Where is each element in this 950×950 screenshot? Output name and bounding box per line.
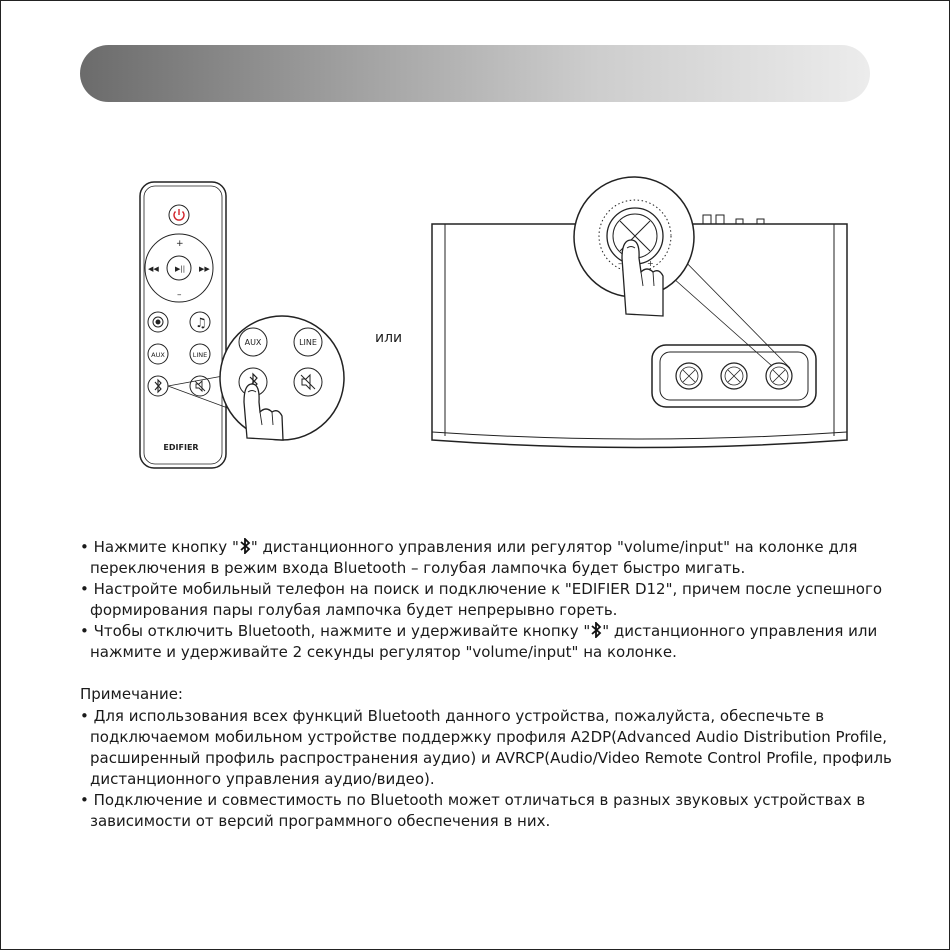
notes: • Для использования всех функций Bluetoo… — [80, 706, 910, 832]
music-note-icon: ♫ — [195, 316, 207, 331]
bluetooth-icon — [591, 622, 602, 638]
illustration: ▶|| + – ◀◀ ▶▶ ♫ AUX LINE — [139, 176, 848, 469]
speaker-knob-1[interactable] — [675, 362, 703, 390]
remote-brand-label: EDIFIER — [163, 443, 198, 452]
aux-button[interactable]: AUX — [147, 343, 169, 365]
speaker-knob-2[interactable] — [720, 362, 748, 390]
prev-icon: ◀◀ — [148, 265, 159, 273]
play-pause-icon: ▶|| — [175, 265, 185, 273]
bluetooth-icon — [249, 372, 258, 390]
note-item: • Подключение и совместимость по Bluetoo… — [80, 791, 866, 830]
dpad[interactable]: ▶|| + – ◀◀ ▶▶ — [144, 233, 214, 303]
bluetooth-button[interactable] — [147, 375, 169, 397]
note-item: • Для использования всех функций Bluetoo… — [80, 707, 892, 788]
next-icon: ▶▶ — [199, 265, 210, 273]
svg-text:AUX: AUX — [151, 351, 165, 359]
or-label: или — [375, 330, 403, 346]
svg-text:LINE: LINE — [193, 351, 208, 359]
instruction-1: • Нажмите кнопку "" дистанционного управ… — [80, 538, 858, 577]
note-title: Примечание: — [80, 685, 183, 703]
speaker-zoom: – + — [573, 176, 695, 317]
vol-down-icon: – — [177, 290, 182, 300]
remote-control: ▶|| + – ◀◀ ▶▶ ♫ AUX LINE — [139, 181, 256, 469]
svg-text:–: – — [618, 259, 622, 268]
instruction-2: • Настройте мобильный телефон на поиск и… — [80, 580, 883, 619]
instruction-3: • Чтобы отключить Bluetooth, нажмите и у… — [80, 622, 878, 661]
instructions: • Нажмите кнопку "" дистанционного управ… — [80, 537, 900, 663]
svg-text:LINE: LINE — [299, 338, 317, 347]
remote-zoom: AUX LINE — [219, 315, 345, 441]
section-header-bar — [80, 45, 870, 102]
speaker-volume-input-knob[interactable] — [765, 362, 793, 390]
vol-up-icon: + — [176, 239, 184, 249]
eq-button[interactable] — [147, 311, 169, 333]
svg-text:AUX: AUX — [245, 338, 262, 347]
music-button[interactable]: ♫ — [189, 311, 211, 333]
power-button[interactable] — [168, 204, 190, 226]
bluetooth-icon — [240, 538, 251, 554]
svg-text:+: + — [647, 259, 654, 268]
line-button[interactable]: LINE — [189, 343, 211, 365]
speaker — [431, 214, 848, 449]
